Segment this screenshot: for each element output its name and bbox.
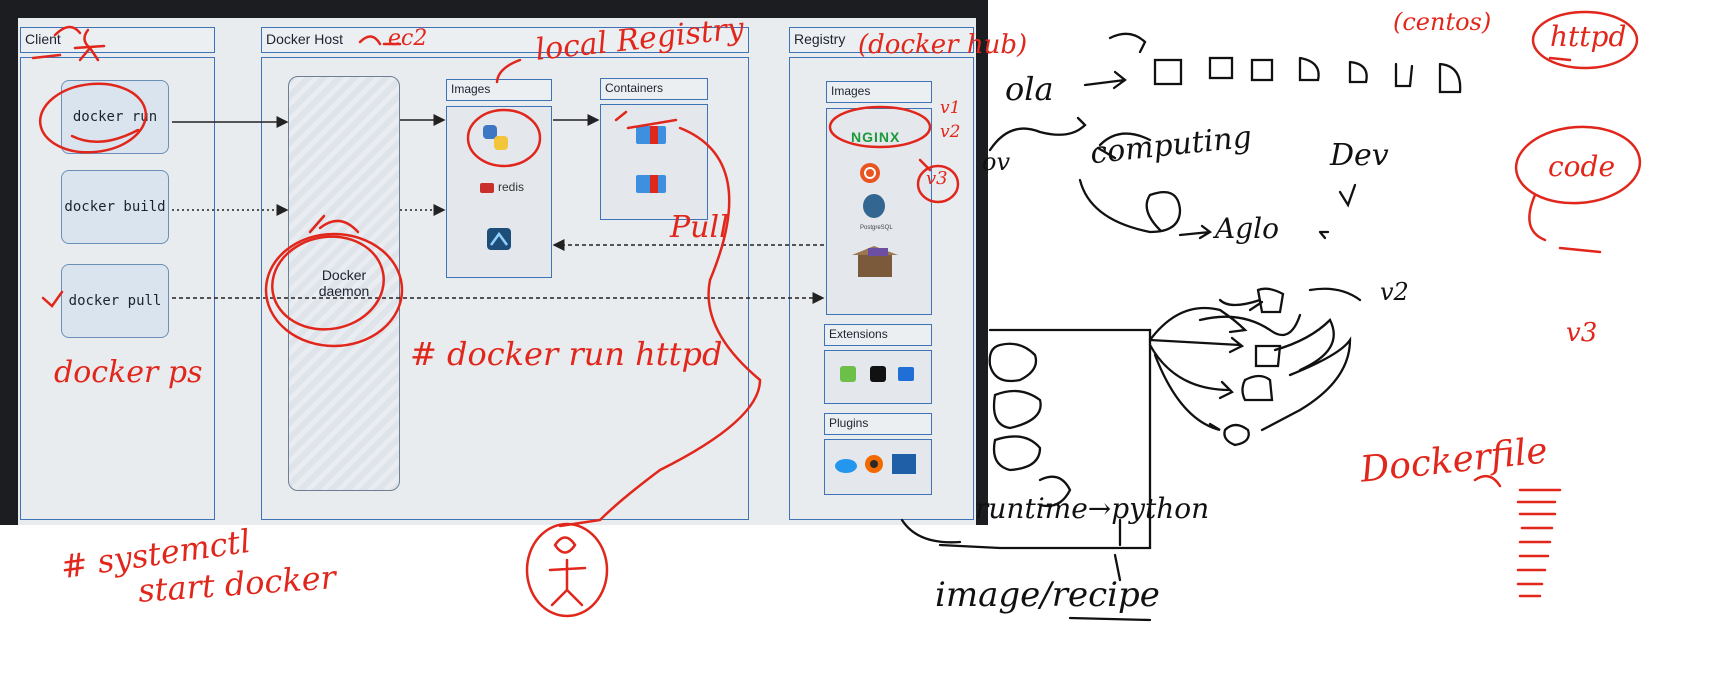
host-containers-header: Containers (600, 78, 708, 100)
ann-docker-ps: docker ps (54, 355, 203, 390)
helm-icon (487, 228, 511, 250)
registry-plugins-header: Plugins (824, 413, 932, 435)
ann-algo: Aglo (1215, 212, 1279, 245)
registry-pane (789, 57, 974, 520)
cmd-docker-pull: docker pull (61, 264, 169, 338)
ann-ola: ola (1005, 70, 1054, 108)
ann-docker-hub: (docker hub) (858, 30, 1028, 60)
ann-v2b: v2 (1380, 278, 1409, 306)
vmware-icon (892, 454, 916, 474)
ann-docker-run-httpd: # docker run httpd (410, 335, 723, 373)
python-icon (483, 125, 508, 150)
ann-ec2: ec2 (388, 26, 428, 51)
client-header: Client (20, 27, 215, 53)
redis-icon (480, 183, 494, 193)
ann-v2: v2 (940, 122, 961, 142)
host-header: Docker Host (261, 27, 749, 53)
ann-centos: (centos) (1393, 8, 1492, 36)
docker-daemon: Docker daemon (288, 76, 400, 491)
ann-ov: ov (982, 148, 1011, 176)
client-pane (20, 57, 215, 520)
host-images-header: Images (446, 79, 552, 101)
ann-v3-circle: v3 (926, 168, 948, 189)
daemon-label: Docker daemon (289, 267, 399, 299)
grid-icon (870, 366, 886, 382)
cmd-docker-run: docker run (61, 80, 169, 154)
blue-window-icon (898, 367, 914, 381)
ann-image-recipe: image/recipe (935, 575, 1160, 615)
docker-plugin-icon (835, 459, 857, 473)
daemon-label-text: Docker daemon (318, 267, 370, 299)
black-ink-shapes (900, 32, 1462, 622)
box-icon (852, 246, 898, 277)
grafana-icon (865, 455, 883, 473)
host-pane (261, 57, 749, 520)
red-ink-shapes (31, 10, 1642, 618)
redis-label: redis (498, 180, 525, 194)
ann-dev: Dev (1330, 138, 1389, 173)
ann-runtime: runtime→python (975, 492, 1210, 525)
postgres-label: PostgreSQL (860, 225, 893, 231)
nginx-logo-text: NGINX (851, 129, 901, 145)
ann-v3b: v3 (1566, 318, 1598, 348)
ann-httpd: httpd (1550, 20, 1627, 53)
ubuntu-icon (860, 163, 880, 183)
registry-header: Registry (789, 27, 974, 53)
ann-v1: v1 (940, 98, 961, 118)
container-icon-2 (636, 175, 666, 193)
container-icon-1 (636, 126, 666, 144)
registry-images-header: Images (826, 81, 932, 103)
ann-pull: Pull (670, 210, 729, 245)
cmd-docker-build: docker build (61, 170, 169, 244)
frog-icon (840, 366, 856, 382)
ann-code: code (1548, 150, 1616, 183)
registry-extensions-header: Extensions (824, 324, 932, 346)
postgres-icon (863, 194, 885, 218)
